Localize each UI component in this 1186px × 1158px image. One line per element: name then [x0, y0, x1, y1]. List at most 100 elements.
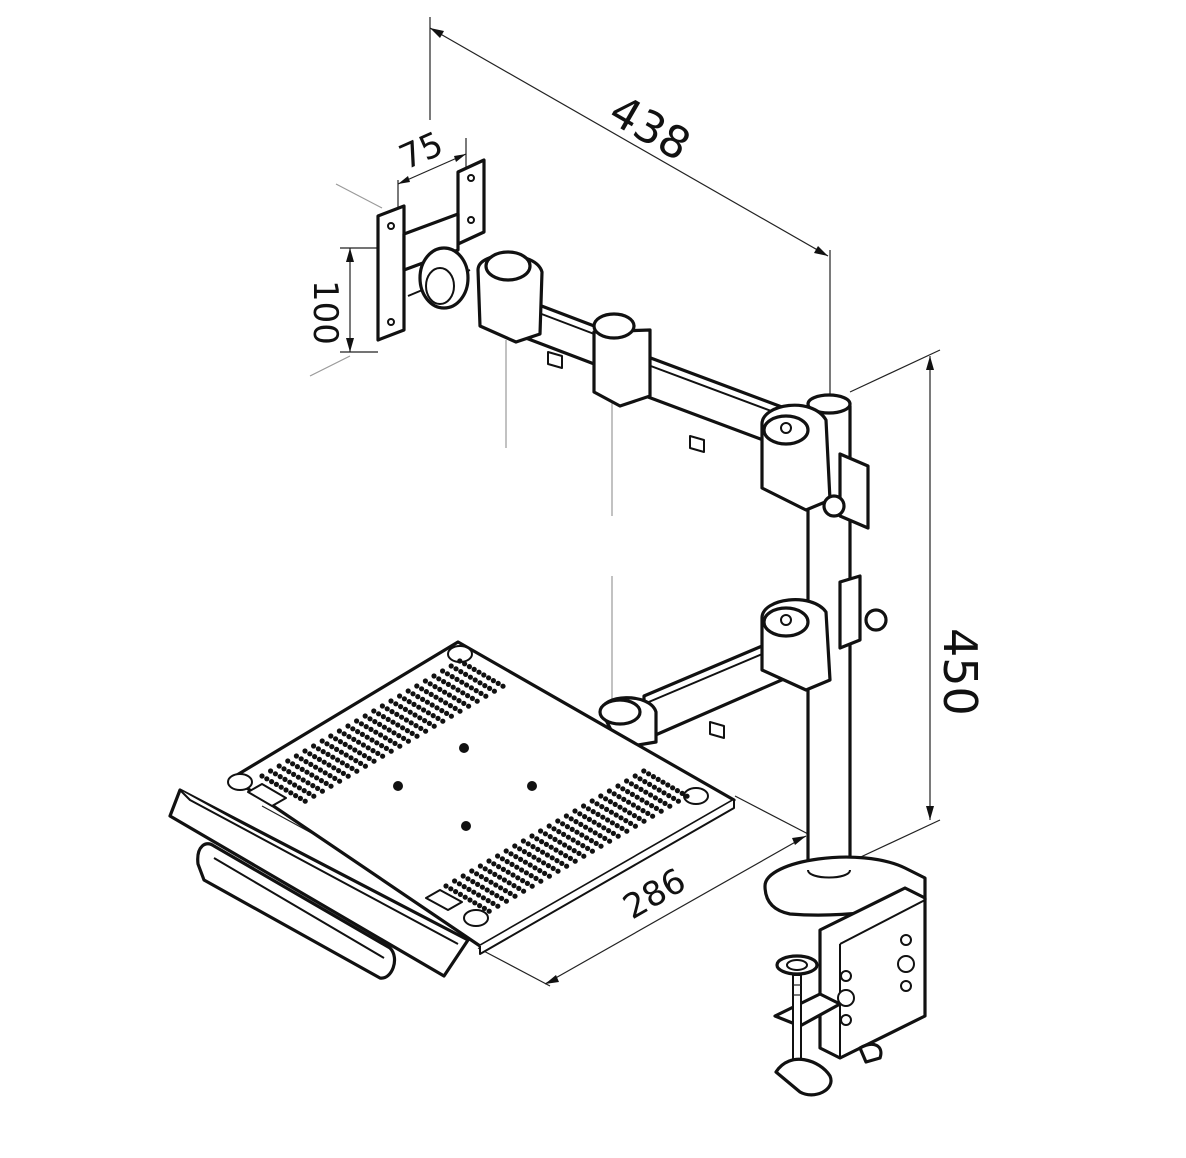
- vent-hole: [426, 710, 431, 715]
- vent-hole: [596, 822, 601, 827]
- vent-hole: [293, 793, 298, 798]
- vent-hole: [486, 898, 491, 903]
- vent-hole: [591, 809, 596, 814]
- vent-hole: [351, 737, 356, 742]
- vent-hole: [302, 788, 307, 793]
- vent-hole: [588, 827, 593, 832]
- vent-hole: [651, 774, 656, 779]
- vent-hole: [519, 867, 524, 872]
- vent-hole: [463, 895, 468, 900]
- vent-hole: [499, 896, 504, 901]
- vent-hole: [516, 886, 521, 891]
- vent-hole: [629, 781, 634, 786]
- vent-hole: [453, 706, 458, 711]
- vent-hole: [610, 820, 615, 825]
- vent-hole: [553, 847, 558, 852]
- vent-hole: [404, 717, 409, 722]
- vent-hole: [385, 706, 390, 711]
- vent-hole: [389, 749, 394, 754]
- vent-hole: [325, 752, 330, 757]
- vent-hole: [556, 829, 561, 834]
- vent-hole: [658, 798, 663, 803]
- vent-hole: [475, 699, 480, 704]
- vent-hole: [602, 836, 607, 841]
- vent-hole: [345, 763, 350, 768]
- vent-hole: [538, 879, 543, 884]
- vent-hole: [652, 785, 657, 790]
- vent-hole: [661, 790, 666, 795]
- vent-hole: [423, 729, 428, 734]
- vent-hole: [483, 866, 488, 871]
- vent-hole: [472, 667, 477, 672]
- vent-hole: [332, 776, 337, 781]
- vent-hole: [662, 801, 667, 806]
- vent-hole: [568, 856, 573, 861]
- vent-hole: [549, 845, 554, 850]
- vent-hole: [584, 835, 589, 840]
- vent-hole: [348, 755, 353, 760]
- vent-hole: [310, 783, 315, 788]
- vent-hole: [394, 712, 399, 717]
- vent-hole: [645, 811, 650, 816]
- vent-hole: [269, 779, 274, 784]
- vent-hole: [489, 890, 494, 895]
- vent-hole: [461, 701, 466, 706]
- vent-hole: [397, 693, 402, 698]
- vent-hole: [462, 884, 467, 889]
- vent-hole: [483, 694, 488, 699]
- vent-hole: [475, 882, 480, 887]
- vent-hole: [581, 803, 586, 808]
- vent-hole: [395, 722, 400, 727]
- vent-hole: [326, 762, 331, 767]
- vent-hole: [566, 835, 571, 840]
- vent-hole: [531, 855, 536, 860]
- vent-hole: [397, 744, 402, 749]
- vent-hole: [517, 846, 522, 851]
- vent-hole: [606, 828, 611, 833]
- vent-hole: [405, 728, 410, 733]
- vent-hole: [530, 844, 535, 849]
- vent-hole: [633, 773, 638, 778]
- vent-hole: [319, 778, 324, 783]
- vent-hole: [641, 768, 646, 773]
- vent-hole: [374, 740, 379, 745]
- vent-hole: [498, 885, 503, 890]
- vent-hole: [318, 767, 323, 772]
- desk-clamp: [765, 857, 925, 1095]
- vent-hole: [440, 719, 445, 724]
- vent-hole: [544, 842, 549, 847]
- vent-hole: [530, 884, 535, 889]
- vent-hole: [462, 661, 467, 666]
- vent-hole: [439, 708, 444, 713]
- vent-hole: [605, 817, 610, 822]
- vent-hole: [361, 742, 366, 747]
- vent-hole: [547, 874, 552, 879]
- vent-hole: [339, 750, 344, 755]
- vent-hole: [526, 841, 531, 846]
- vent-hole: [551, 866, 556, 871]
- vent-hole: [508, 891, 513, 896]
- vent-hole: [415, 694, 420, 699]
- vent-hole: [383, 735, 388, 740]
- vent-hole: [509, 862, 514, 867]
- vent-hole: [331, 765, 336, 770]
- vent-hole: [634, 784, 639, 789]
- vent-hole: [377, 722, 382, 727]
- vent-hole: [520, 878, 525, 883]
- vent-hole: [281, 766, 286, 771]
- vent-hole: [608, 799, 613, 804]
- vent-hole: [624, 829, 629, 834]
- vent-hole: [342, 731, 347, 736]
- vent-hole: [317, 757, 322, 762]
- vent-hole: [345, 723, 350, 728]
- vent-hole: [473, 677, 478, 682]
- vent-hole: [422, 718, 427, 723]
- vent-hole: [421, 707, 426, 712]
- vent-hole: [467, 897, 472, 902]
- vent-hole: [307, 751, 312, 756]
- vent-hole: [393, 701, 398, 706]
- vent-hole: [539, 839, 544, 844]
- vent-hole: [642, 779, 647, 784]
- vent-hole: [496, 864, 501, 869]
